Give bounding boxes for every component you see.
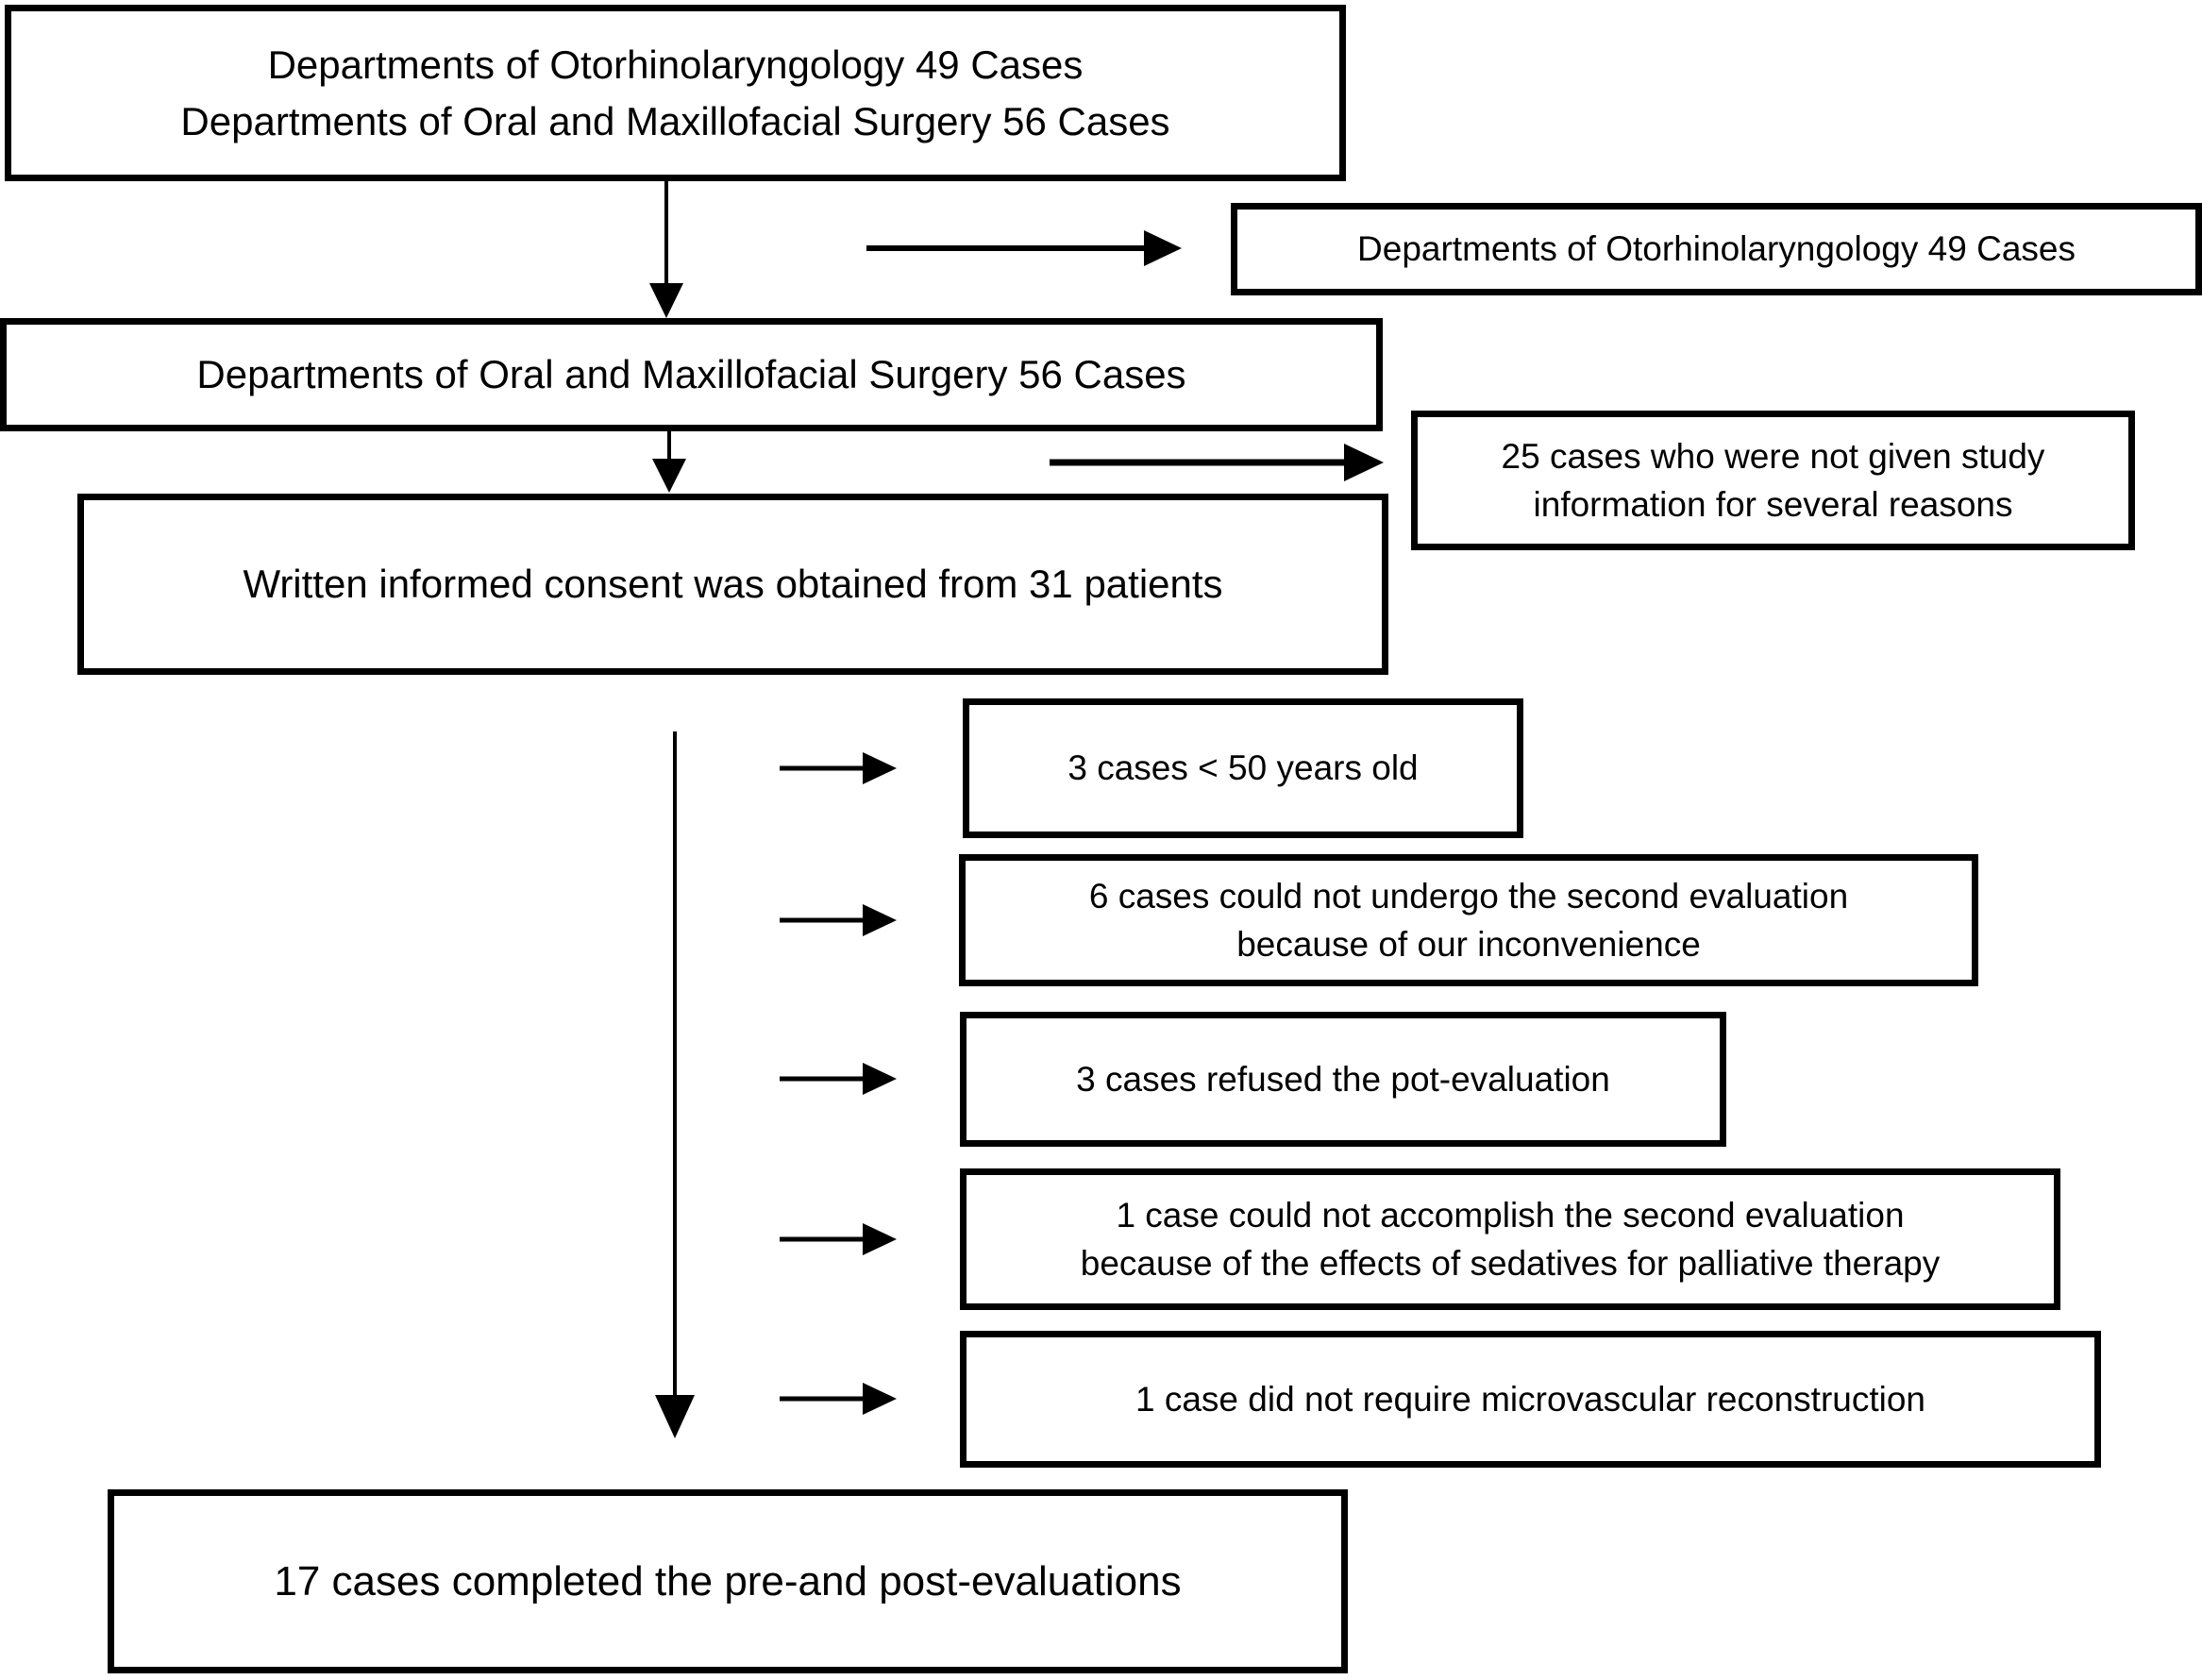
otorhinolaryngology-branch-box: Departments of Otorhinolaryngology 49 Ca… <box>1231 203 2202 295</box>
exclusion-box-sedatives: 1 case could not accomplish the second e… <box>960 1168 2060 1310</box>
arrow-right-to-exclusion-3 <box>780 1063 897 1095</box>
exclusion-box-no-reconstruction: 1 case did not require microvascular rec… <box>960 1331 2101 1468</box>
box-text-line: 25 cases who were not given study <box>1501 436 2045 476</box>
box-text-line: Written informed consent was obtained fr… <box>243 562 1223 607</box>
arrow-right-to-exclusion-2 <box>780 904 897 936</box>
box-text-line: Departments of Oral and Maxillofacial Su… <box>196 352 1186 397</box>
arrowhead-right-icon <box>863 1383 897 1415</box>
arrow-down-oral-to-consent <box>652 431 686 493</box>
arrowhead-right-icon <box>863 1063 897 1095</box>
arrowhead-right-icon <box>863 1223 897 1255</box>
arrowhead-right-icon <box>863 752 897 784</box>
oral-maxillofacial-box: Departments of Oral and Maxillofacial Su… <box>0 318 1383 431</box>
box-text-line: 1 case could not accomplish the second e… <box>1116 1195 1905 1235</box>
consent-box: Written informed consent was obtained fr… <box>77 494 1388 675</box>
exclusion-box-second-evaluation: 6 cases could not undergo the second eva… <box>959 854 1978 986</box>
arrowhead-down-icon <box>649 283 683 318</box>
arrow-right-to-exclusion-5 <box>780 1383 897 1415</box>
box-text-line: 1 case did not require microvascular rec… <box>1135 1379 1925 1419</box>
box-text-line: because of our inconvenience <box>1236 925 1701 964</box>
arrowhead-right-icon <box>1344 444 1384 481</box>
arrow-right-to-exclusion-1 <box>780 752 897 784</box>
arrow-down-source-to-oral <box>649 181 683 318</box>
box-text-line: 6 cases could not undergo the second eva… <box>1088 876 1849 916</box>
box-text-line: Departments of Otorhinolaryngology 49 Ca… <box>1357 229 2076 269</box>
arrow-right-to-exclusion-4 <box>780 1223 897 1255</box>
arrowhead-down-icon <box>655 1395 695 1438</box>
box-text-line: Departments of Otorhinolaryngology 49 Ca… <box>267 42 1084 87</box>
box-text-line: 17 cases completed the pre-and post-eval… <box>274 1557 1182 1604</box>
box-text-line: 3 cases < 50 years old <box>1067 748 1419 788</box>
arrow-right-to-not-given-info <box>1050 444 1384 481</box>
arrowhead-right-icon <box>863 904 897 936</box>
source-departments-box: Departments of Otorhinolaryngology 49 Ca… <box>5 5 1346 181</box>
box-text-line: 3 cases refused the pot-evaluation <box>1076 1059 1610 1099</box>
box-text-line: information for several reasons <box>1533 485 2013 524</box>
final-completed-box: 17 cases completed the pre-and post-eval… <box>108 1489 1348 1673</box>
arrowhead-down-icon <box>652 459 686 493</box>
exclusion-box-refused-evaluation: 3 cases refused the pot-evaluation <box>960 1012 1726 1147</box>
box-text-line: Departments of Oral and Maxillofacial Su… <box>180 98 1170 143</box>
arrowhead-right-icon <box>1144 230 1182 266</box>
box-text-line: because of the effects of sedatives for … <box>1080 1244 1941 1283</box>
arrow-down-consent-to-final <box>655 731 695 1438</box>
exclusion-box-under-50: 3 cases < 50 years old <box>963 698 1523 838</box>
arrow-right-to-otorhinolaryngology-branch <box>866 230 1182 266</box>
not-given-info-box: 25 cases who were not given study inform… <box>1411 411 2135 550</box>
